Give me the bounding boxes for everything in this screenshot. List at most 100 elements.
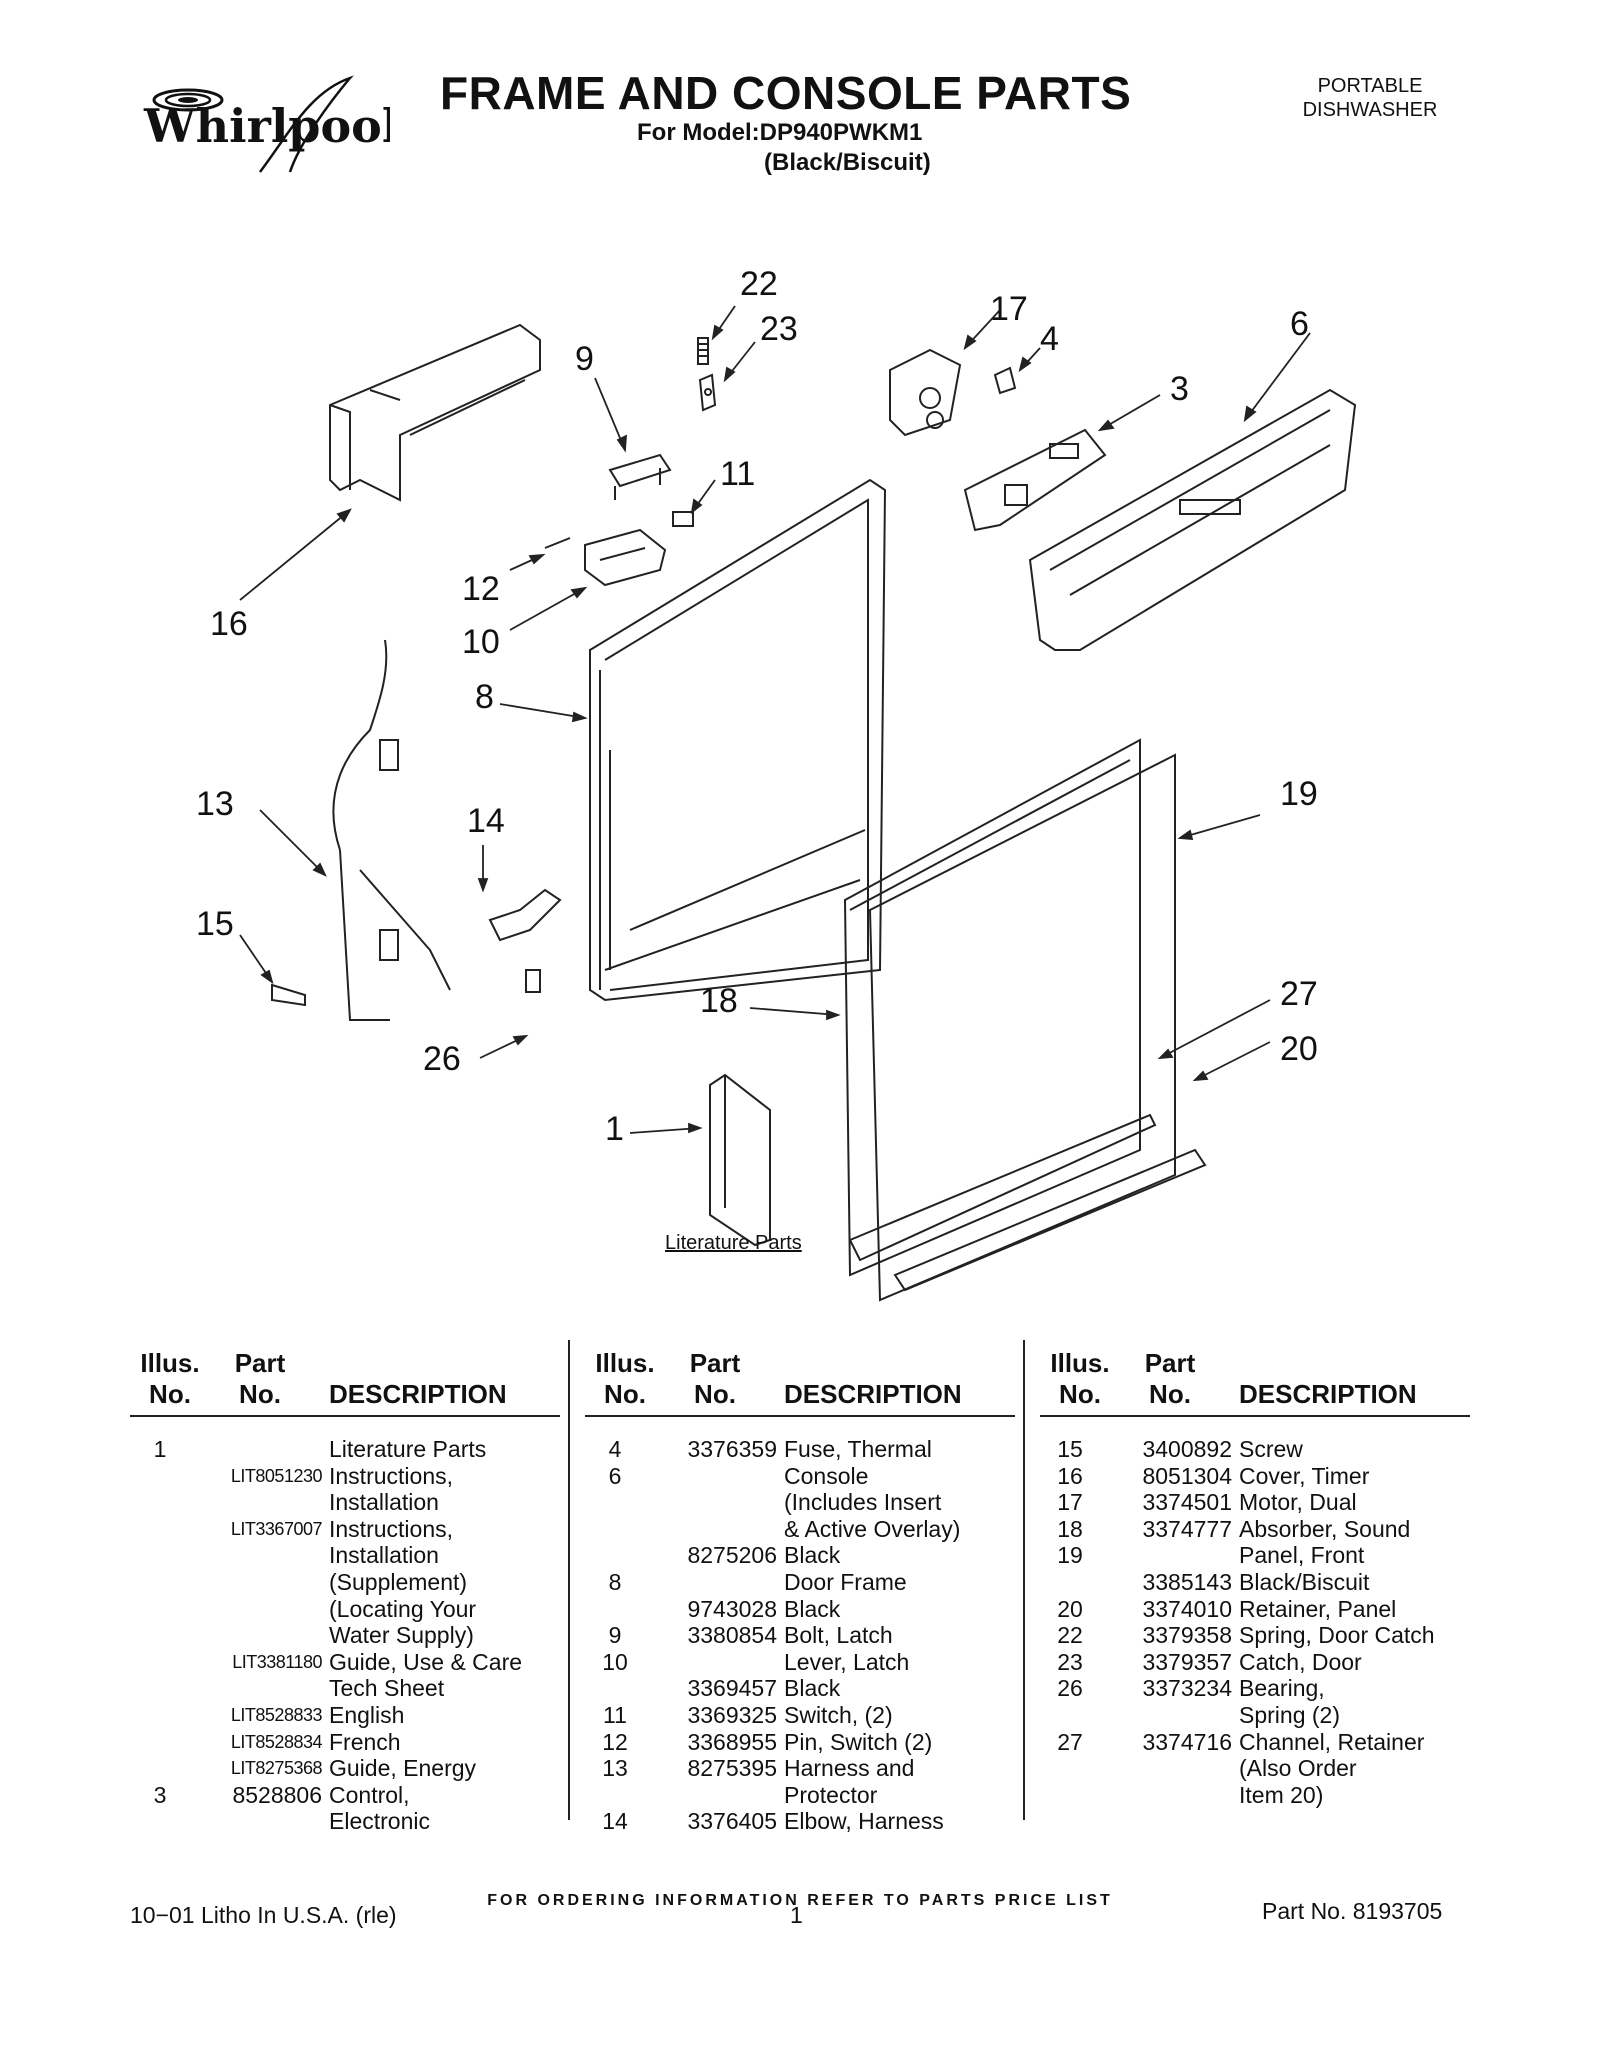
illus-number-cell: 1 <box>153 1436 167 1462</box>
callout-1: 1 <box>605 1110 624 1148</box>
description-cell: Harness and <box>784 1755 915 1782</box>
description-cell: Black <box>784 1542 841 1569</box>
description-cell: Instructions, <box>329 1462 453 1489</box>
table-row: 19 Panel, Front <box>1040 1542 1470 1569</box>
part-13-harness <box>332 639 451 1021</box>
description-cell: Lever, Latch <box>784 1648 910 1675</box>
part-number-cell: 3369457 <box>687 1675 777 1702</box>
illus-number-cell: 15 <box>1057 1436 1083 1462</box>
table-row: Tech Sheet <box>130 1675 560 1702</box>
description-cell: Tech Sheet <box>329 1675 445 1702</box>
callout-19: 19 <box>1280 775 1318 813</box>
description-cell: Bolt, Latch <box>784 1622 893 1649</box>
part-26-bearing <box>525 969 541 993</box>
description-cell: Literature Parts <box>329 1436 487 1462</box>
table-row: (Locating Your <box>130 1596 560 1623</box>
description-cell: Retainer, Panel <box>1239 1595 1397 1622</box>
description-header: DESCRIPTION <box>784 1379 962 1409</box>
part-9-bolt-latch <box>608 453 672 500</box>
callout-17: 17 <box>990 290 1028 328</box>
part-number-cell: 3374777 <box>1142 1515 1232 1542</box>
part-number-cell: 3379358 <box>1142 1622 1232 1649</box>
part-number-cell: LIT8275368 <box>230 1758 323 1779</box>
description-header: DESCRIPTION <box>329 1379 507 1409</box>
description-cell: Panel, Front <box>1239 1542 1365 1569</box>
description-cell: Guide, Use & Care <box>329 1648 523 1675</box>
description-cell: Switch, (2) <box>784 1701 893 1728</box>
illus-header: Illus.No. <box>1050 1348 1110 1409</box>
illus-header: Illus.No. <box>140 1348 200 1409</box>
callout-13: 13 <box>196 785 234 823</box>
callout-9: 9 <box>575 340 594 378</box>
table-row: LIT8051230 Instructions, <box>130 1463 560 1490</box>
part-number-cell: LIT8051230 <box>230 1465 323 1486</box>
part-27-channel <box>848 1113 1157 1262</box>
table-row: Electronic <box>130 1808 560 1835</box>
callout-8: 8 <box>475 678 494 716</box>
part-number-cell: LIT8528833 <box>230 1704 323 1725</box>
callout-18: 18 <box>700 982 738 1020</box>
part-number-cell: 3379357 <box>1142 1648 1232 1675</box>
page-title: FRAME AND CONSOLE PARTS <box>440 66 1200 120</box>
part-23-catch <box>698 373 717 412</box>
illus-number-cell: 19 <box>1057 1542 1083 1569</box>
part-number-cell: 3368955 <box>687 1728 777 1755</box>
part-16-timer-cover <box>329 323 541 502</box>
description-cell: Electronic <box>329 1808 430 1835</box>
callout-23: 23 <box>760 310 798 348</box>
part-10-lever <box>584 528 667 587</box>
illus-number-cell: 22 <box>1057 1622 1083 1649</box>
illus-number-cell: 26 <box>1057 1675 1083 1702</box>
callout-14: 14 <box>467 802 505 840</box>
part-number-cell: 3400892 <box>1142 1436 1232 1462</box>
illus-number-cell: 23 <box>1057 1648 1083 1675</box>
description-cell: Motor, Dual <box>1239 1489 1357 1516</box>
callout-4: 4 <box>1040 320 1059 358</box>
callout-3: 3 <box>1170 370 1189 408</box>
description-cell: Cover, Timer <box>1239 1462 1370 1489</box>
header-rule <box>1040 1415 1470 1417</box>
part-number-cell: 3373234 <box>1142 1675 1232 1702</box>
callout-22: 22 <box>740 265 778 303</box>
part-number-cell: LIT3381180 <box>232 1651 322 1672</box>
description-cell: Installation <box>329 1489 439 1516</box>
literature-parts-label: Literature Parts <box>665 1232 802 1254</box>
page-title-text: FRAME AND CONSOLE PARTS <box>440 67 1132 119</box>
color-line: (Black/Biscuit) <box>764 149 931 176</box>
part-number-cell: 3385143 <box>1142 1568 1232 1595</box>
callout-26: 26 <box>423 1040 461 1078</box>
part-number-cell: 3380854 <box>687 1622 777 1649</box>
description-cell: Spring (2) <box>1239 1701 1340 1728</box>
description-cell: Elbow, Harness <box>784 1808 944 1835</box>
callout-15: 15 <box>196 905 234 943</box>
callout-6: 6 <box>1290 305 1309 343</box>
description-header: DESCRIPTION <box>1239 1379 1417 1409</box>
part-4-fuse <box>993 366 1017 395</box>
table-row: LIT3381180 Guide, Use & Care <box>130 1649 560 1676</box>
part-number-cell: 9743028 <box>687 1595 777 1622</box>
